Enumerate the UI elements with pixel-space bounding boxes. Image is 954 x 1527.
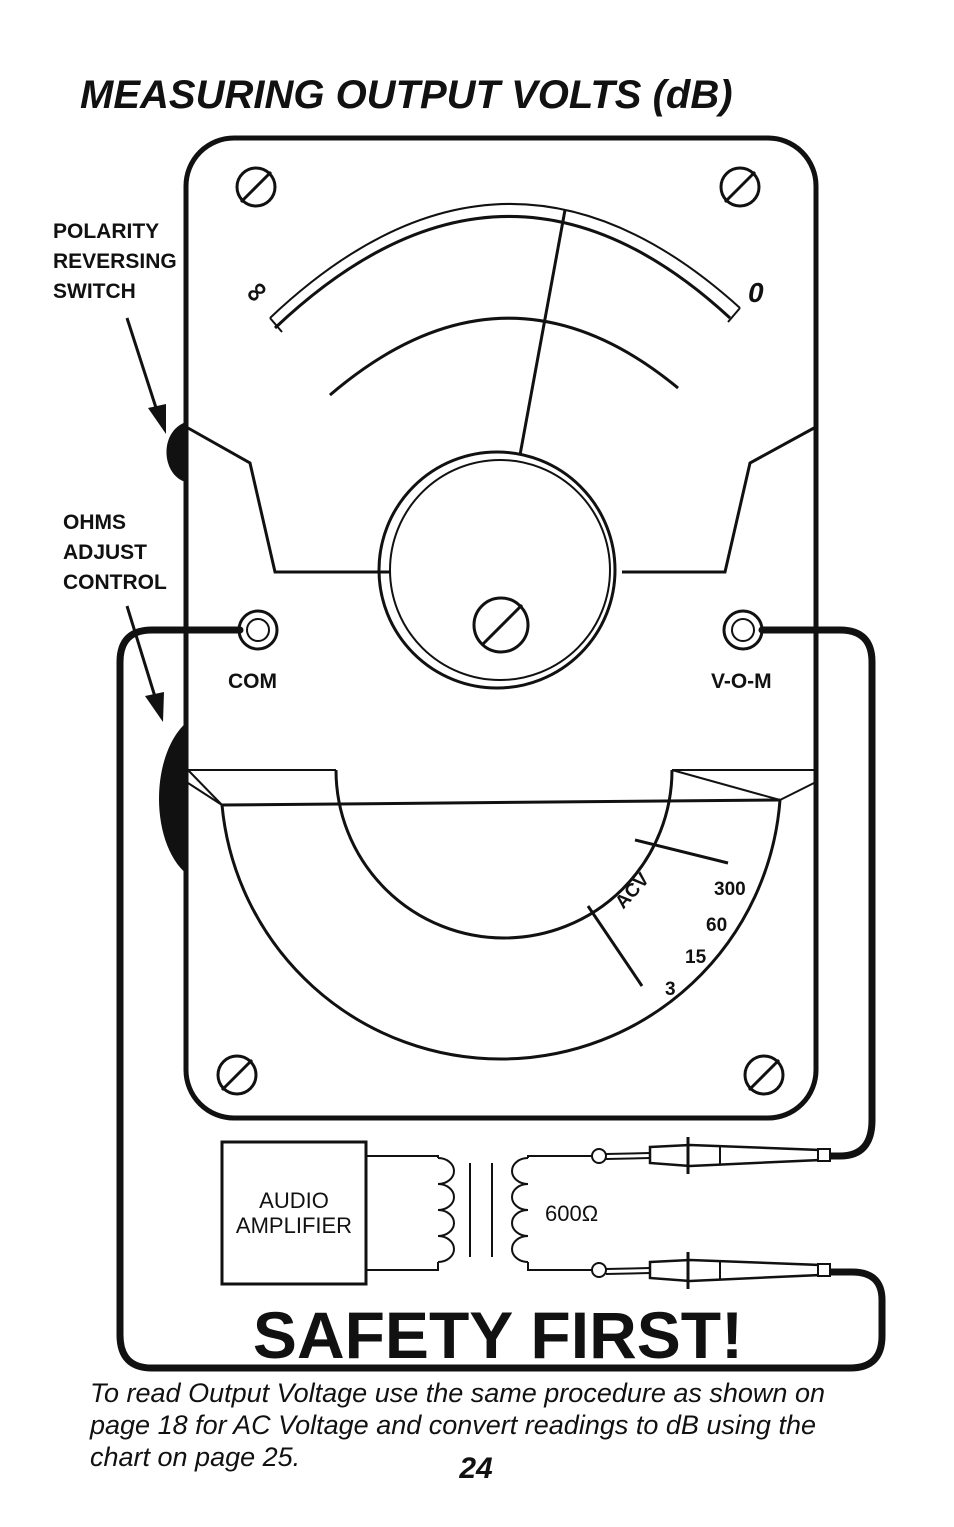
vom-test-lead (758, 626, 876, 1160)
zero-mark: 0 (748, 277, 764, 308)
range-300: 300 (714, 879, 746, 900)
page-title: MEASURING OUTPUT VOLTS (dB) (80, 73, 733, 117)
load-impedance-label: 600Ω (545, 1201, 598, 1226)
face-window-left (187, 426, 390, 574)
safety-banner: SAFETY FIRST! (253, 1298, 743, 1372)
range-plate-top (221, 798, 781, 807)
page-number: 24 (458, 1452, 493, 1485)
caption-line3: chart on page 25. (90, 1442, 300, 1472)
range-divider (634, 838, 729, 865)
probe-lower[interactable] (605, 1252, 831, 1289)
polarity-reversing-switch[interactable] (166, 422, 186, 482)
face-window-right (622, 426, 815, 574)
caption-line2: page 18 for AC Voltage and convert readi… (89, 1410, 816, 1440)
output-transformer (366, 1148, 607, 1278)
com-test-lead (116, 626, 886, 1372)
ohms-scale-arc (273, 215, 732, 330)
range-pointer (586, 905, 644, 987)
polarity-label-line2: REVERSING (53, 250, 177, 273)
screw-bottom-left (216, 1054, 258, 1096)
ohms-label-line1: OHMS (63, 511, 126, 534)
audio-amplifier-box (220, 1140, 368, 1286)
range-selector-outer-arc (220, 799, 782, 1061)
amplifier-label-line2: AMPLIFIER (236, 1213, 352, 1238)
ohms-label-line2: ADJUST (63, 541, 147, 564)
screw-bottom-right (743, 1054, 785, 1096)
caption-line1: To read Output Voltage use the same proc… (90, 1378, 825, 1408)
inner-scale-arc (329, 316, 679, 397)
range-60: 60 (706, 915, 727, 936)
ohms-arrow-head (145, 692, 164, 722)
polarity-arrow-head (148, 404, 166, 434)
meter-needle (518, 209, 567, 456)
probe-upper[interactable] (605, 1137, 831, 1174)
amplifier-label-line1: AUDIO (259, 1188, 329, 1213)
screw-top-right (719, 166, 761, 208)
range-selector-inner-arc[interactable] (334, 769, 674, 940)
polarity-label-line1: POLARITY (53, 220, 159, 243)
range-15: 15 (685, 947, 707, 968)
range-3: 3 (665, 979, 676, 1000)
ohms-scale-arc-outer (269, 202, 741, 319)
ohms-label-line3: CONTROL (63, 571, 167, 594)
vom-label: V-O-M (711, 670, 772, 693)
com-label: COM (228, 670, 277, 693)
screw-top-left (235, 166, 277, 208)
zero-adjust-dial[interactable] (377, 450, 617, 690)
polarity-label-line3: SWITCH (53, 280, 136, 303)
